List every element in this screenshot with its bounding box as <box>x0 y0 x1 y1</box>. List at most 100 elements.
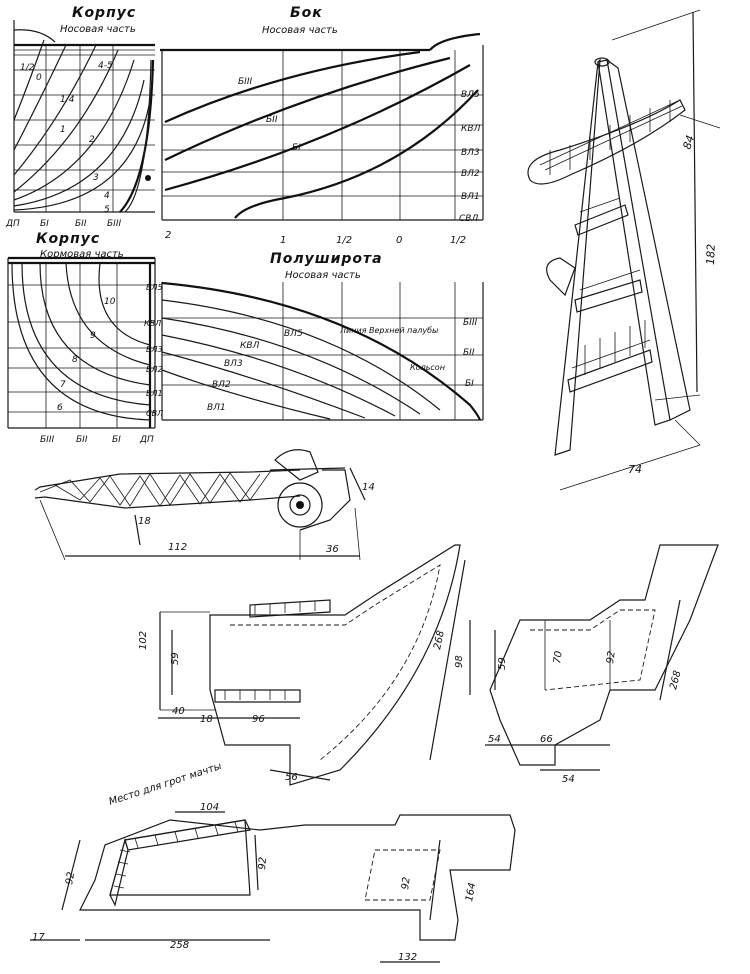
stern-bottom-label: БIII <box>40 435 54 445</box>
deck3-dim: 258 <box>170 940 189 951</box>
stern-frame-label: 9 <box>90 331 96 341</box>
deck1-dim: 268 <box>432 630 447 651</box>
deck-plan-1: 102 59 40 18 96 268 56 <box>138 544 466 786</box>
deck2-dim: 66 <box>540 734 553 745</box>
mast-assembly: 84 182 74 <box>527 9 721 491</box>
stern-bottom-label: БI <box>112 435 121 445</box>
bow-frame-label: 1/4 <box>60 95 75 105</box>
deck2-dim: 98 <box>454 655 465 668</box>
mast-dim: 182 <box>704 244 718 265</box>
body-plan-stern: Корпус Кормовая часть 10 9 8 7 6 ВЛ5 КВЛ… <box>7 231 163 445</box>
deck2-dim: 70 <box>552 650 565 664</box>
deck1-dim: 102 <box>138 631 149 650</box>
bow-bottom-label: БI <box>40 219 49 229</box>
half-breadth-line-label: ВЛ1 <box>207 403 226 413</box>
half-breadth-line-label: ВЛ3 <box>224 359 243 369</box>
deck2-dim: 59 <box>497 657 508 670</box>
stern-wl-label: ВЛ3 <box>146 345 163 354</box>
side-wl-label: ВЛ3 <box>461 148 480 158</box>
side-wl-label: ВЛ1 <box>461 192 480 202</box>
bow-bottom-label: БII <box>75 219 87 229</box>
stern-wl-label: СВЛ <box>146 409 163 418</box>
deck3-dim: 104 <box>200 802 219 813</box>
stern-frame-label: 7 <box>60 380 66 390</box>
stern-wl-label: ВЛ1 <box>146 389 163 398</box>
side-tick-label: 1/2 <box>450 235 466 246</box>
bow-bottom-label: ДП <box>5 219 20 229</box>
stern-wl-label: ВЛ5 <box>146 283 163 292</box>
mast-dim: 84 <box>680 134 697 151</box>
deck3-dim: 132 <box>398 952 417 963</box>
deck1-dim: 40 <box>172 706 185 717</box>
side-tick-label: 1 <box>280 235 286 246</box>
keel-label: Кольсон <box>410 363 445 372</box>
side-wl-label: ВЛ2 <box>461 169 480 179</box>
deck2-dim: 54 <box>562 774 575 785</box>
side-view: Бок Носовая часть БIII БII БI ВЛ5 КВЛ ВЛ… <box>160 5 484 246</box>
half-breadth-right-label: БII <box>463 348 475 358</box>
bow-frame-label: 1 <box>60 125 66 135</box>
body-bow-subtitle: Носовая часть <box>60 24 136 35</box>
bow-frame-label: 4-5 <box>98 61 113 71</box>
deck2-dim: 268 <box>668 670 683 691</box>
side-wl-label: КВЛ <box>461 124 481 134</box>
stern-frame-label: 8 <box>72 355 78 365</box>
crane-boom: 112 36 18 14 <box>34 449 375 561</box>
bow-frame-label: 0 <box>36 73 42 83</box>
side-tick-label: 0 <box>396 235 402 246</box>
side-line-label: БII <box>266 115 278 125</box>
side-tick-label: 2 <box>165 230 171 241</box>
stern-bottom-label: ДП <box>139 435 154 445</box>
mast-dim: 74 <box>628 463 642 476</box>
deck1-dim: 18 <box>200 714 213 725</box>
crane-dim: 18 <box>138 516 151 527</box>
body-stern-title: Корпус <box>36 231 100 247</box>
half-breadth-line-label: КВЛ <box>240 341 260 351</box>
crane-dim: 14 <box>362 482 375 493</box>
deck3-dim: 164 <box>464 882 478 903</box>
half-breadth-plan: Полуширота Носовая часть ВЛ5 КВЛ ВЛ3 ВЛ2… <box>161 251 484 421</box>
half-breadth-title: Полуширота <box>270 251 383 267</box>
crane-dim: 112 <box>168 542 187 553</box>
stern-frame-label: 10 <box>104 297 116 307</box>
side-line-label: БI <box>292 143 301 153</box>
deck-plan-2: 98 59 70 92 268 54 66 54 <box>454 544 719 785</box>
bow-frame-label: 2 <box>89 135 95 145</box>
bow-bottom-label: БIII <box>107 219 121 229</box>
half-breadth-right-label: БIII <box>463 318 477 328</box>
body-stern-subtitle: Кормовая часть <box>40 249 124 260</box>
deck2-dim: 92 <box>605 650 618 664</box>
deck2-dim: 54 <box>488 734 501 745</box>
side-line-label: БIII <box>238 77 252 87</box>
body-bow-title: Корпус <box>72 5 136 21</box>
side-wl-label: ВЛ5 <box>461 90 480 100</box>
bow-frame-label: 1/2 <box>20 63 35 73</box>
deck3-dim: 92 <box>257 857 269 871</box>
bow-frame-label: 4 <box>104 191 110 201</box>
deck1-dim: 96 <box>252 714 265 725</box>
stern-frame-label: 6 <box>57 403 63 413</box>
half-breadth-right-label: БI <box>465 379 474 389</box>
deck3-dim: 17 <box>32 932 45 943</box>
deck-line-label: Линия Верхней палубы <box>339 326 438 335</box>
half-breadth-line-label: ВЛ5 <box>284 329 303 339</box>
deck-plan-3: Место для грот мачты 104 92 92 92 164 17… <box>30 761 516 963</box>
stern-wl-label: КВЛ <box>144 319 161 328</box>
body-plan-bow: Корпус Носовая часть 1/2 0 1/4 1 2 3 <box>5 5 155 229</box>
stern-bottom-label: БII <box>76 435 88 445</box>
half-breadth-subtitle: Носовая часть <box>285 270 361 281</box>
deck3-dim: 92 <box>400 876 413 890</box>
bow-frame-label: 5 <box>104 205 110 215</box>
side-subtitle: Носовая часть <box>262 25 338 36</box>
side-tick-label: 1/2 <box>336 235 352 246</box>
deck3-dim: 92 <box>64 871 77 885</box>
half-breadth-line-label: ВЛ2 <box>212 380 231 390</box>
deck1-dim: 59 <box>170 652 181 665</box>
bow-frame-label: 3 <box>93 173 99 183</box>
mainmast-caption: Место для грот мачты <box>108 761 224 808</box>
stern-wl-label: ВЛ2 <box>146 365 163 374</box>
deck1-dim: 56 <box>285 772 298 783</box>
crane-dim: 36 <box>326 544 339 555</box>
side-wl-label: СВЛ <box>459 214 478 224</box>
